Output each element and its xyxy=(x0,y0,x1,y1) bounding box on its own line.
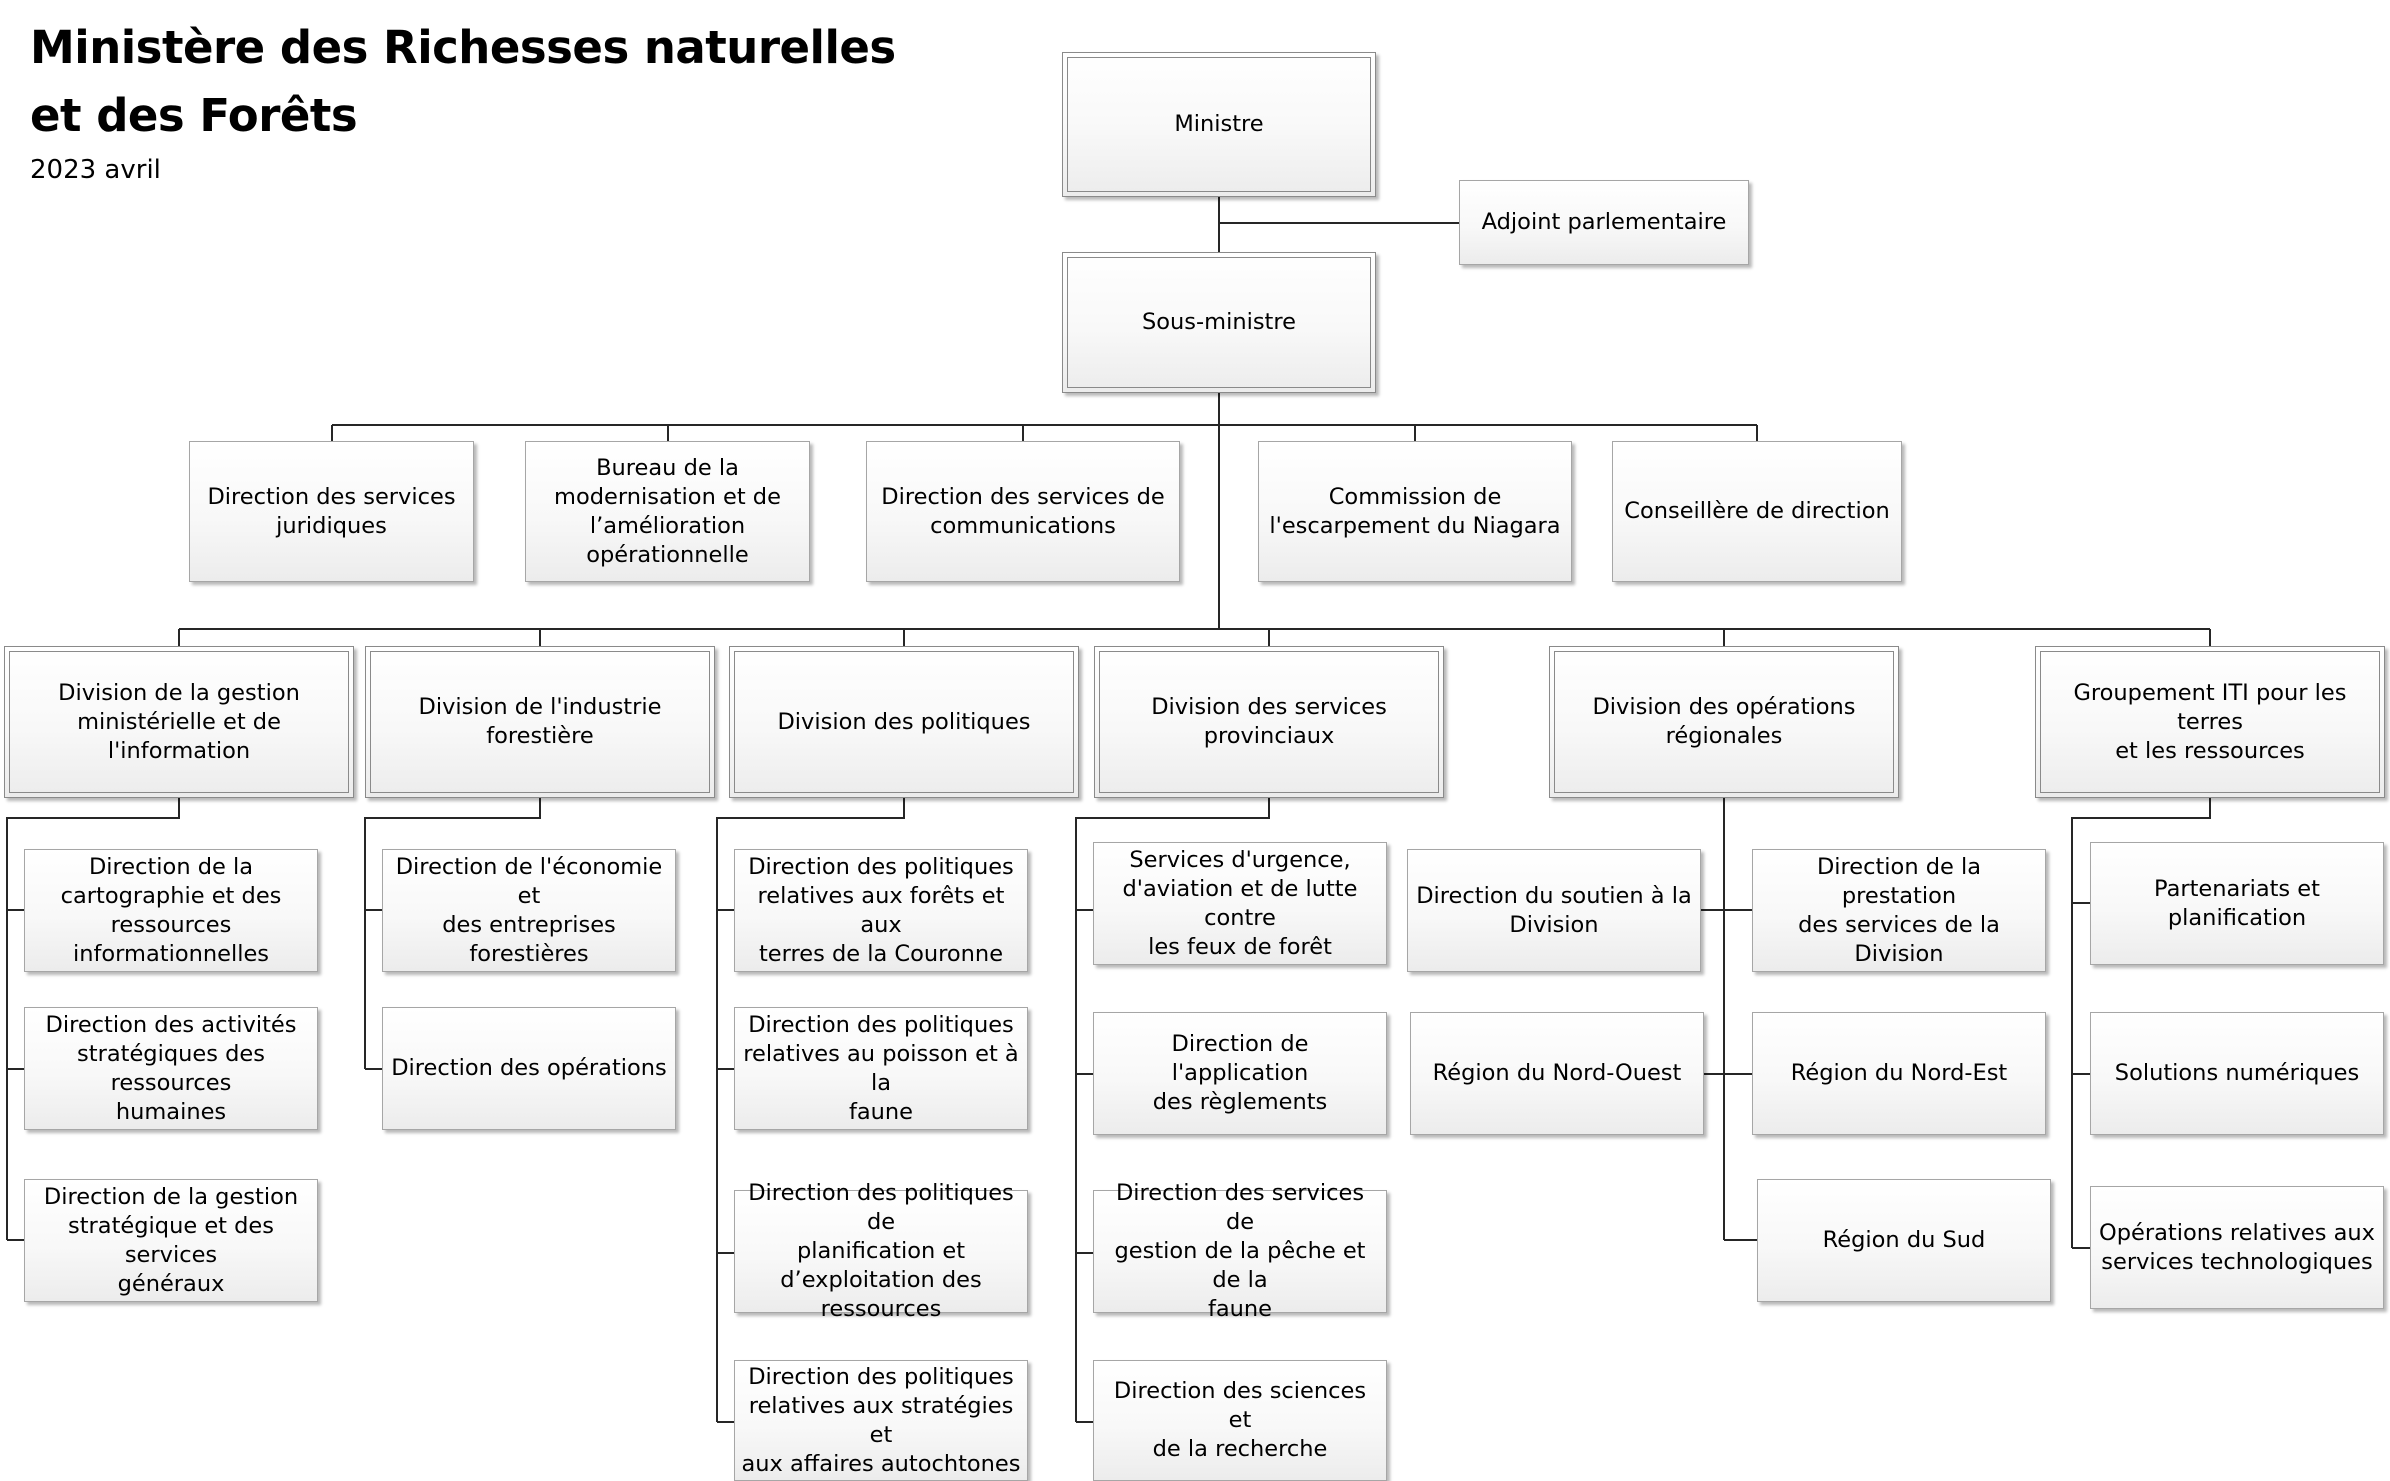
node-label: Services d'urgence, d'aviation et de lut… xyxy=(1122,846,1358,960)
node-label: Direction des politiques relatives aux s… xyxy=(741,1363,1021,1477)
node-partenariats-planification: Partenariats et planification xyxy=(2090,842,2384,965)
node-label: Sous-ministre xyxy=(1142,309,1296,335)
node-gestion-peche-faune: Direction des services de gestion de la … xyxy=(1093,1180,1387,1322)
node-label: Direction des sciences et de la recherch… xyxy=(1113,1378,1367,1462)
page-title: Ministère des Richesses naturelles et de… xyxy=(30,14,896,150)
node-gestion-strategique: Direction de la gestion stratégique et d… xyxy=(24,1179,318,1302)
node-label: Adjoint parlementaire xyxy=(1481,209,1727,235)
node-label: Conseillère de direction xyxy=(1624,498,1890,524)
node-cartographie: Direction de la cartographie et des ress… xyxy=(24,849,318,972)
node-sous-ministre: Sous-ministre xyxy=(1062,252,1376,393)
node-label: Division de la gestion ministérielle et … xyxy=(58,679,300,764)
node-label: Groupement ITI pour les terres et les re… xyxy=(2073,679,2347,764)
node-economie-entreprises: Direction de l'économie et des entrepris… xyxy=(382,849,676,972)
node-label: Direction des opérations xyxy=(391,1055,667,1081)
node-division-industrie: Division de l'industrie forestière xyxy=(365,646,715,798)
node-region-nord-est: Région du Nord-Est xyxy=(1752,1012,2046,1135)
connector xyxy=(2072,902,2090,1249)
node-label: Commission de l'escarpement du Niagara xyxy=(1269,483,1561,539)
node-division-operations-regionales: Division des opérations régionales xyxy=(1549,646,1899,798)
node-label: Division de l'industrie forestière xyxy=(418,694,662,749)
connector xyxy=(365,909,382,1070)
node-activites-rh: Direction des activités stratégiques des… xyxy=(24,1007,318,1130)
title-line-2: et des Forêts xyxy=(30,89,358,142)
node-label: Partenariats et planification xyxy=(2154,875,2320,931)
node-soutien-division: Direction du soutien à la Division xyxy=(1407,849,1701,972)
node-label: Région du Nord-Ouest xyxy=(1432,1060,1682,1086)
node-label: Direction des politiques relatives au po… xyxy=(743,1011,1019,1125)
node-direction-communications: Direction des services de communications xyxy=(866,441,1180,582)
title-line-1: Ministère des Richesses naturelles xyxy=(30,21,896,74)
node-label: Région du Nord-Est xyxy=(1790,1060,2008,1086)
node-politiques-autochtones: Direction des politiques relatives aux s… xyxy=(734,1360,1028,1481)
node-label: Direction de l'économie et des entrepris… xyxy=(395,853,663,967)
node-division-politiques: Division des politiques xyxy=(729,646,1079,798)
node-division-services-provinciaux: Division des services provinciaux xyxy=(1094,646,1444,798)
node-groupement-iti: Groupement ITI pour les terres et les re… xyxy=(2035,646,2385,798)
node-label: Région du Sud xyxy=(1822,1227,1986,1253)
node-conseillere-direction: Conseillère de direction xyxy=(1612,441,1902,582)
node-direction-services-juridiques: Direction des services juridiques xyxy=(189,441,474,582)
connector xyxy=(364,798,541,1069)
connector xyxy=(2071,798,2211,1248)
node-label: Bureau de la modernisation et de l’améli… xyxy=(554,454,781,568)
node-label: Direction de la cartographie et des ress… xyxy=(60,853,282,967)
node-label: Ministre xyxy=(1174,111,1264,137)
node-label: Direction de l'application des règlement… xyxy=(1152,1031,1328,1115)
node-prestation-services: Direction de la prestation des services … xyxy=(1752,849,2046,972)
node-region-nord-ouest: Région du Nord-Ouest xyxy=(1410,1012,1704,1135)
node-solutions-numeriques: Solutions numériques xyxy=(2090,1012,2384,1135)
page-date: 2023 avril xyxy=(30,155,161,185)
connector xyxy=(1075,798,1270,1422)
connector xyxy=(7,909,24,1241)
node-politiques-poisson: Direction des politiques relatives au po… xyxy=(734,1007,1028,1130)
connector xyxy=(178,629,2211,646)
node-label: Direction du soutien à la Division xyxy=(1416,882,1692,938)
node-label: Direction des services juridiques xyxy=(207,483,456,539)
connector xyxy=(716,798,905,1422)
node-services-urgence: Services d'urgence, d'aviation et de lut… xyxy=(1093,842,1387,965)
node-label: Direction de la prestation des services … xyxy=(1798,853,2000,967)
connector xyxy=(6,798,180,1240)
node-label: Division des politiques xyxy=(777,708,1031,735)
node-label: Direction des politiques de planificatio… xyxy=(748,1180,1014,1322)
node-label: Direction des services de gestion de la … xyxy=(1114,1180,1366,1322)
connector xyxy=(1076,909,1093,1423)
node-politiques-forets: Direction des politiques relatives aux f… xyxy=(734,849,1028,972)
node-label: Direction des activités stratégiques des… xyxy=(45,1011,297,1125)
connector xyxy=(331,425,1758,441)
node-application-reglements: Direction de l'application des règlement… xyxy=(1093,1012,1387,1135)
connector xyxy=(1701,909,1757,1241)
connector xyxy=(717,909,734,1423)
node-bureau-modernisation: Bureau de la modernisation et de l’améli… xyxy=(525,441,810,582)
node-label: Direction de la gestion stratégique et d… xyxy=(43,1183,299,1297)
node-label: Direction des services de communications xyxy=(881,483,1165,539)
node-sciences-recherche: Direction des sciences et de la recherch… xyxy=(1093,1360,1387,1481)
node-division-gestion: Division de la gestion ministérielle et … xyxy=(4,646,354,798)
node-label: Opérations relatives aux services techno… xyxy=(2099,1219,2375,1275)
node-adjoint-parlementaire: Adjoint parlementaire xyxy=(1459,180,1749,265)
node-label: Direction des politiques relatives aux f… xyxy=(748,853,1014,967)
node-commission-escarpement: Commission de l'escarpement du Niagara xyxy=(1258,441,1572,582)
node-label: Solutions numériques xyxy=(2114,1060,2360,1086)
node-politiques-planification: Direction des politiques de planificatio… xyxy=(734,1180,1028,1322)
node-region-sud: Région du Sud xyxy=(1757,1179,2051,1302)
node-operations-technologiques: Opérations relatives aux services techno… xyxy=(2090,1186,2384,1309)
node-direction-operations: Direction des opérations xyxy=(382,1007,676,1130)
node-ministre: Ministre xyxy=(1062,52,1376,197)
node-label: Division des services provinciaux xyxy=(1151,694,1387,749)
node-label: Division des opérations régionales xyxy=(1592,694,1856,749)
